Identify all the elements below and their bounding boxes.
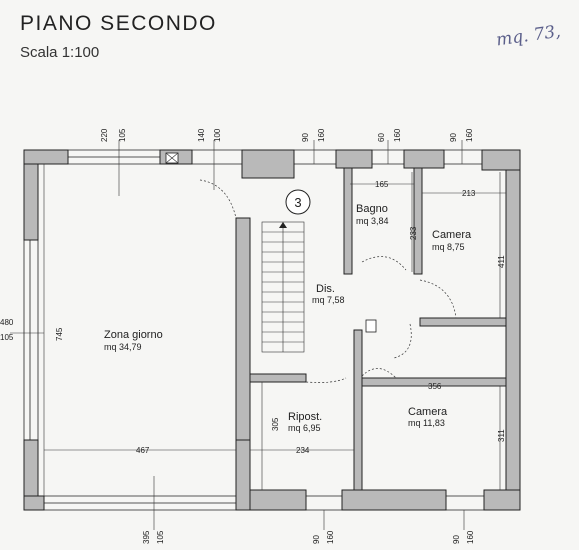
- dim-bottom-window-1-w: 395: [142, 530, 151, 544]
- room-ripost-name: Ripost.: [288, 411, 322, 423]
- dim-bottom-window-3-w: 90: [452, 535, 461, 544]
- room-bagno-area: mq 3,84: [356, 216, 389, 226]
- dimension-lines: [10, 140, 506, 530]
- dim-camera1-depth: 411: [497, 255, 506, 268]
- dim-ripost-depth: 305: [271, 417, 280, 431]
- bottom-wall-c: [249, 489, 307, 511]
- staircase: [261, 221, 305, 353]
- dim-left-window-h: 105: [0, 333, 14, 342]
- camera1-bottom-wall: [419, 317, 507, 327]
- bottom-wall-e: [483, 489, 521, 511]
- dim-bottom-window-3-h: 160: [466, 530, 475, 544]
- bottom-wall-b: [235, 439, 251, 511]
- dim-top-window-5-h: 160: [465, 128, 474, 142]
- shaft: [365, 319, 377, 333]
- stair-number: 3: [294, 195, 301, 210]
- outer-walls: [23, 149, 521, 511]
- top-wall-e: [403, 149, 445, 169]
- ripost-right-wall: [353, 329, 363, 491]
- room-bagno-name: Bagno: [356, 203, 388, 215]
- dim-camera1-width: 213: [462, 189, 476, 198]
- dim-bottom-window-1-h: 105: [156, 530, 165, 544]
- dim-top-window-2-h: 100: [213, 128, 222, 142]
- top-wall-d: [335, 149, 373, 169]
- room-ripost-area: mq 6,95: [288, 423, 321, 433]
- dim-top-window-3-w: 90: [301, 133, 310, 142]
- dim-camera2-depth: 311: [497, 429, 506, 442]
- dim-left-window-w: 480: [0, 318, 14, 327]
- dim-top-window-4-h: 160: [393, 128, 402, 142]
- room-camera-2-area: mq 11,83: [408, 418, 445, 428]
- top-wall-a: [23, 149, 69, 165]
- dim-top-window-4-w: 60: [377, 133, 386, 142]
- room-labels: Zona giorno mq 34,79 Bagno mq 3,84 Camer…: [104, 203, 472, 433]
- dim-bagno-depth: 233: [409, 226, 418, 240]
- room-zona-giorno-name: Zona giorno: [104, 329, 163, 341]
- room-dis-name: Dis.: [316, 283, 335, 295]
- dim-ripost-width: 234: [296, 446, 310, 455]
- dim-bagno-width: 165: [375, 180, 389, 189]
- room-dis-area: mq 7,58: [312, 295, 345, 305]
- stair-wall: [235, 217, 251, 441]
- bagno-right-wall: [413, 167, 423, 275]
- dimension-labels: 220 105 140 100 90 160 60 160 90 160 165…: [0, 128, 506, 544]
- dim-bottom-window-2-w: 90: [312, 535, 321, 544]
- dim-top-window-3-h: 160: [317, 128, 326, 142]
- door-swings: [199, 179, 457, 383]
- plan-scale: Scala 1:100: [20, 44, 100, 61]
- stair-number-circle: [285, 189, 311, 215]
- ripost-top-wall: [249, 373, 307, 383]
- dim-bottom-window-2-h: 160: [326, 530, 335, 544]
- dim-top-window-2-w: 140: [197, 128, 206, 142]
- top-wall-c: [241, 149, 295, 179]
- right-wall: [505, 169, 521, 501]
- dim-top-window-1-w: 220: [100, 128, 109, 142]
- bottom-wall-d: [341, 489, 447, 511]
- dim-zona-depth: 745: [55, 327, 64, 341]
- room-camera-1-area: mq 8,75: [432, 242, 465, 252]
- bagno-left-wall: [343, 167, 353, 275]
- dim-zona-width: 467: [136, 446, 150, 455]
- room-zona-giorno-area: mq 34,79: [104, 342, 142, 352]
- top-wall-f: [481, 149, 521, 171]
- room-camera-1-name: Camera: [432, 229, 472, 241]
- dim-camera2-width: 356: [428, 382, 442, 391]
- dim-top-window-1-h: 105: [118, 128, 127, 142]
- room-camera-2-name: Camera: [408, 406, 448, 418]
- plan-title: PIANO SECONDO: [20, 12, 217, 35]
- bottom-wall-a: [23, 495, 45, 511]
- interior-walls: [235, 167, 507, 491]
- dim-top-window-5-w: 90: [449, 133, 458, 142]
